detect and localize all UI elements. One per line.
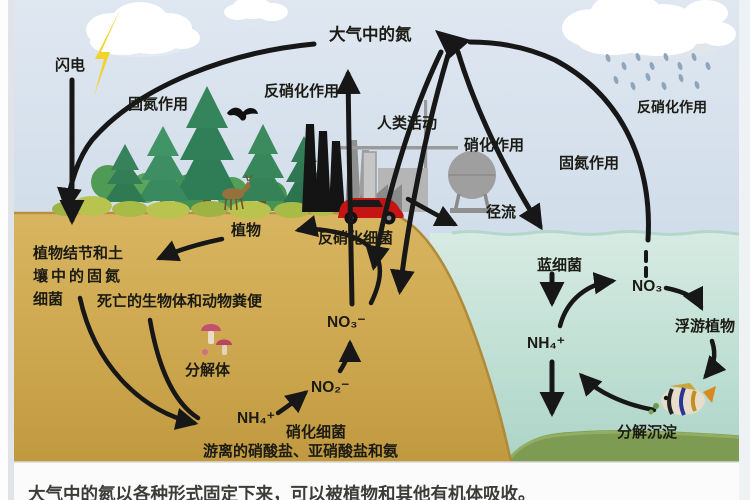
label-atmosphere: 大气中的氮 bbox=[329, 24, 412, 44]
label-soil-bacteria-3: 细菌 bbox=[33, 290, 63, 308]
label-denitrification-left: 反硝化作用 bbox=[264, 82, 339, 100]
label-nh4-water: NH₄⁺ bbox=[527, 335, 565, 352]
rain-icon bbox=[605, 52, 711, 91]
label-decomposers: 分解体 bbox=[185, 361, 231, 379]
label-denitrifying-bacteria: 反硝化细菌 bbox=[318, 229, 393, 247]
arrow-phytoplankton-to-fish bbox=[703, 338, 727, 380]
arrow-runoff bbox=[405, 196, 459, 227]
arrow-soil-denitrification-up bbox=[335, 69, 361, 307]
label-nitrifying-bacteria: 硝化细菌 bbox=[286, 423, 346, 441]
label-decomposition-sediment: 分解沉淀 bbox=[617, 423, 678, 441]
label-free-nitrates: 游离的硝酸盐、亚硝酸盐和氨 bbox=[203, 442, 398, 460]
arrow-nh4w-to-no3w bbox=[557, 272, 617, 329]
diagram-labels: 闪电 固氮作用 反硝化作用 大气中的氮 人类活动 硝化作用 固氮作用 反硝化作用… bbox=[33, 24, 735, 460]
arrow-water-denitrification bbox=[467, 39, 651, 243]
label-no3-soil: NO₃⁻ bbox=[327, 314, 366, 331]
arrow-no2-to-no3 bbox=[337, 339, 362, 374]
rain-cloud-icon bbox=[562, 0, 736, 59]
storm-cloud-icon bbox=[86, 0, 288, 57]
label-denitrification-right: 反硝化作用 bbox=[637, 99, 707, 115]
label-fixation-right: 固氮作用 bbox=[559, 154, 619, 172]
arrow-plants-to-dead-matter bbox=[155, 236, 225, 262]
right-border bbox=[739, 0, 750, 500]
seabed bbox=[505, 430, 750, 466]
arrow-bacteria-to-nh4 bbox=[77, 295, 199, 430]
label-no2-soil: NO₂⁻ bbox=[311, 379, 349, 396]
label-soil-bacteria-1: 植物结节和土 bbox=[33, 244, 123, 262]
label-cyanobacteria: 蓝细菌 bbox=[537, 256, 582, 274]
left-border bbox=[0, 0, 8, 500]
left-border-shade bbox=[8, 0, 14, 500]
atmosphere-arrowhead bbox=[435, 30, 471, 59]
soil-ground bbox=[14, 212, 512, 466]
label-human-activity: 人类活动 bbox=[377, 114, 437, 132]
label-soil-bacteria-2: 壤中的固氮 bbox=[33, 267, 123, 285]
arrow-no3w-to-phytoplankton bbox=[663, 285, 704, 312]
arrow-no3-to-plants bbox=[294, 215, 382, 306]
label-dead-matter: 死亡的生物体和动物粪便 bbox=[97, 292, 263, 310]
label-fixation-left: 固氮作用 bbox=[128, 95, 188, 113]
fish-icon bbox=[648, 383, 716, 416]
label-lightning: 闪电 bbox=[55, 56, 85, 74]
label-no3-water: NO₃ bbox=[632, 278, 662, 295]
arrow-deposition-2 bbox=[389, 52, 451, 295]
caption-strip bbox=[0, 462, 750, 500]
arrow-fixation-left bbox=[56, 41, 317, 213]
eagle-icon bbox=[227, 107, 258, 121]
label-plants: 植物 bbox=[231, 221, 261, 239]
deer-icon bbox=[222, 174, 253, 211]
label-nh4-soil: NH₄⁺ bbox=[237, 410, 275, 427]
arrow-deposition-1 bbox=[365, 49, 444, 271]
arrow-fixation-right bbox=[455, 49, 543, 231]
cycle-arrows bbox=[56, 30, 727, 430]
label-phytoplankton: 浮游植物 bbox=[675, 317, 735, 335]
seabed-edge bbox=[508, 430, 750, 459]
arrow-nh4-to-no2 bbox=[275, 390, 309, 416]
mushroom-icon bbox=[201, 324, 232, 355]
shore-slope bbox=[389, 211, 513, 463]
water-surface bbox=[451, 230, 750, 236]
arrow-fish-to-nh4w bbox=[578, 372, 657, 413]
lightning-bolt-icon bbox=[94, 10, 120, 96]
caption-text: 大气中的氮以各种形式固定下来，可以被植物和其他有机体吸收。 bbox=[28, 484, 536, 500]
label-runoff: 径流 bbox=[486, 203, 516, 221]
label-nitrification: 硝化作用 bbox=[464, 136, 524, 154]
